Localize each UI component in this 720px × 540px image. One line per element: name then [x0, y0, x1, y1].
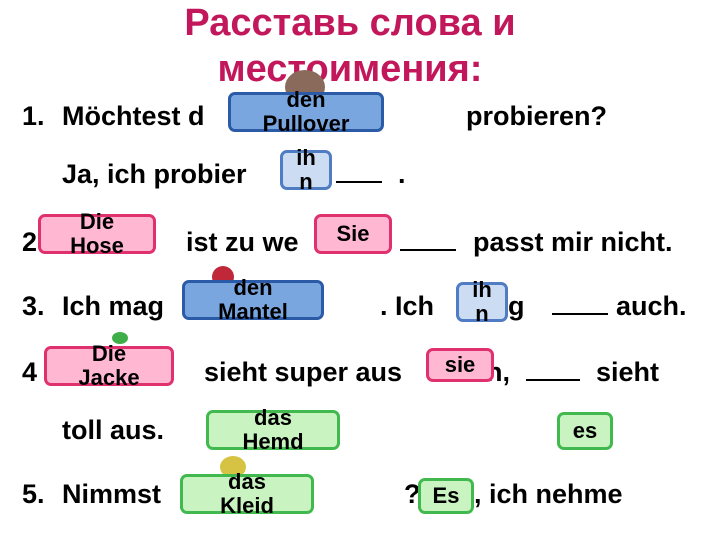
s1-text-a: Möchtest d [62, 101, 205, 131]
s1-answer-text: Ja, ich probier [62, 159, 247, 189]
s3-text-c: g [508, 291, 525, 321]
chip-die-jacke[interactable]: Die Jacke [44, 342, 174, 390]
s3-text-b: . Ich [380, 291, 435, 321]
s2-text-a: ist zu we [186, 227, 299, 257]
s2-blank [400, 226, 456, 258]
s5-text-b: ? [404, 479, 421, 509]
chip-ihn-1[interactable]: ih n [280, 146, 332, 194]
chip-es-2[interactable]: Es [418, 478, 474, 514]
s5-number: 5. [22, 479, 45, 509]
chip-die-hose[interactable]: Die Hose [38, 210, 156, 258]
s1-answer-blank [336, 158, 382, 190]
s1-text-b: probieren? [466, 101, 608, 131]
s4-blank [526, 356, 580, 388]
title-line-2: местоимения: [217, 48, 483, 90]
s4-text-d: toll aus. [62, 415, 165, 445]
chip-den-mantel[interactable]: den Mantel [182, 276, 324, 324]
dress-image [220, 456, 246, 478]
chip-den-pullover[interactable]: den Pullover [228, 88, 384, 136]
chip-es-1[interactable]: es [557, 412, 613, 450]
s4-text-c: sieht [596, 357, 660, 387]
s3-blank [552, 290, 608, 322]
chip-das-hemd[interactable]: das Hemd [206, 406, 340, 454]
chip-sie-2[interactable]: sie [426, 348, 494, 382]
s3-text-d: auch. [616, 291, 687, 321]
s2-text-b: passt mir nicht. [473, 227, 673, 257]
s4-text-a: sieht super aus [204, 357, 403, 387]
chip-das-kleid[interactable]: das Kleid [180, 470, 314, 518]
s1-number: 1. [22, 101, 45, 131]
chip-sie-1[interactable]: Sie [314, 214, 392, 254]
title-line-1: Расставь слова и [184, 2, 516, 44]
s3-number: 3. [22, 291, 45, 321]
s4-number: 4 [22, 357, 38, 387]
chip-ihn-2[interactable]: ih n [456, 278, 508, 326]
s3-text-a: Ich mag [62, 291, 165, 321]
s1-answer-end: . [398, 159, 406, 189]
s5-text-a: Nimmst [62, 479, 162, 509]
jacket-image [112, 332, 128, 344]
s2-number: 2 [22, 227, 38, 257]
s5-text-c: , ich nehme [474, 479, 623, 509]
